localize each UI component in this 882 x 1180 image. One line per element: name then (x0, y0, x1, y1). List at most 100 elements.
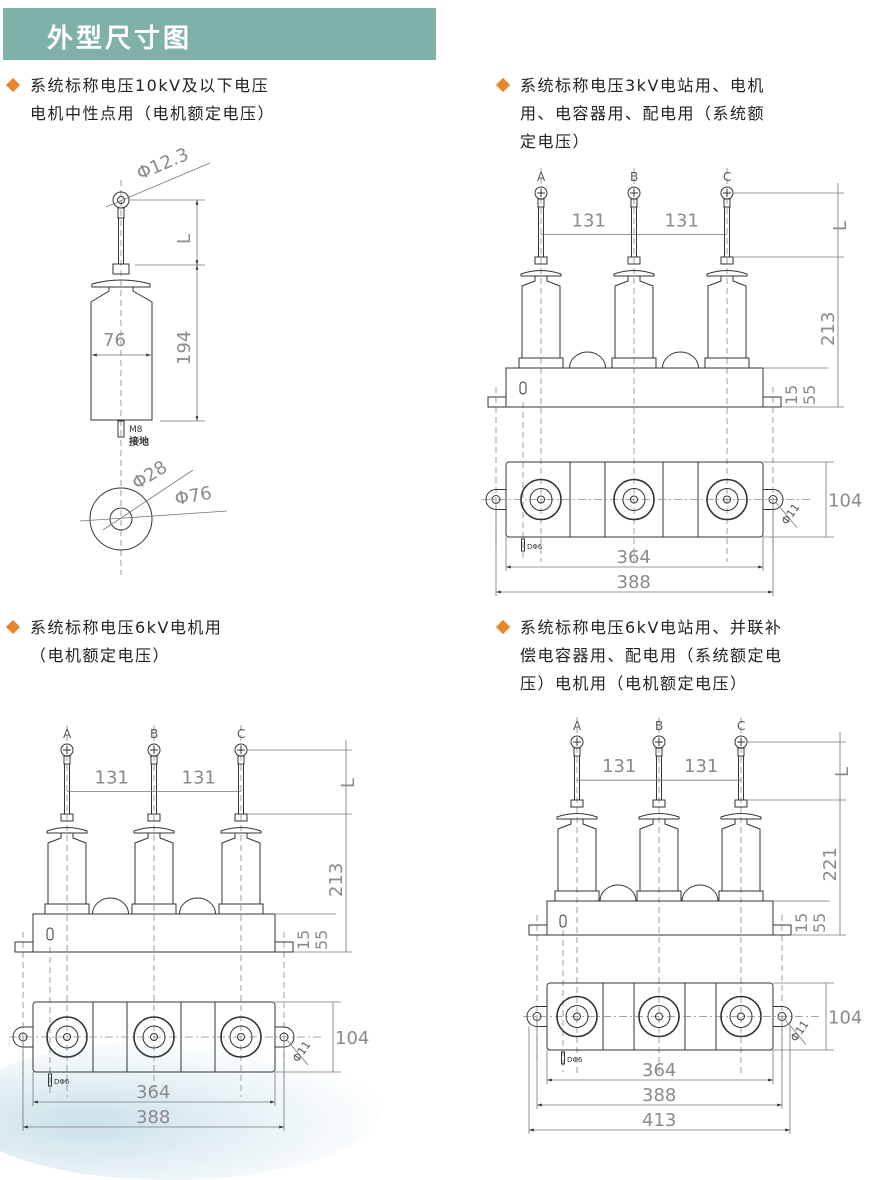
plan-ring-inner (529, 488, 553, 511)
connector-dome (599, 884, 637, 902)
plan-ring-hole (737, 1012, 745, 1021)
dim-hole: Φ11 (788, 1018, 812, 1044)
dim-spacing-1: 131 (95, 768, 129, 789)
insulator-flange (638, 813, 680, 820)
plan-ring-outer (556, 995, 598, 1038)
ground-bolt (561, 1051, 565, 1065)
connector-dome (681, 884, 719, 902)
ground-terminal (519, 381, 527, 395)
dim-spacing-1: 131 (572, 211, 606, 232)
dim-hole-leader (775, 502, 798, 528)
drawing-single-phase: M8 接地 Φ12.3 L 194 76 Φ28 Φ76 (79, 144, 228, 575)
dim-base-h1: 15 (782, 385, 801, 405)
mount-lug (14, 941, 34, 953)
caption-line: （电机额定电压） (30, 646, 171, 665)
caption-line: 系统标称电压6kV电机用 (30, 618, 223, 637)
plan-lug (12, 1026, 33, 1048)
plan-ring-hole (723, 495, 731, 504)
plan-ring-inner (647, 1005, 671, 1028)
terminal-nut (112, 263, 130, 275)
dim-spacing-1: 131 (602, 756, 636, 777)
page-title: 外型尺寸图 (47, 24, 193, 54)
caption-line: 定电压） (520, 132, 591, 151)
phase-label: C (737, 719, 745, 733)
terminal-nut (720, 256, 734, 265)
phase-label: A (537, 170, 546, 184)
mount-lug (528, 924, 548, 936)
base-plate (505, 367, 764, 408)
dim-L: L (830, 221, 851, 231)
connector-dome (569, 351, 606, 369)
plan-ring-inner (729, 1005, 753, 1028)
dim-outer-leader (79, 510, 228, 522)
insulator-flange (91, 279, 151, 288)
plan-ring-inner (715, 488, 739, 511)
plan-ring-hole (630, 495, 638, 504)
dim-terminal-dia: Φ12.3 (134, 144, 192, 185)
arrester-body (90, 287, 153, 421)
phase-label: A (63, 727, 72, 741)
insulator-flange (706, 270, 748, 277)
terminal-nut (60, 813, 74, 822)
dim-width-2: 388 (617, 572, 651, 593)
dim-base-h2: 55 (810, 913, 829, 933)
dim-terminal-dia-leader (105, 162, 211, 208)
terminal-hole (117, 196, 125, 204)
dim-depth: 104 (828, 491, 862, 512)
plan-ring-outer (46, 1016, 88, 1058)
dim-base-h1: 15 (294, 930, 313, 950)
dim-hole-leader (286, 1039, 309, 1066)
dim-width-2: 388 (136, 1107, 170, 1128)
plan-ring-inner (142, 1025, 166, 1049)
plan-ring-outer (613, 478, 655, 521)
connector-dome (179, 897, 216, 915)
plan-ring-inner (229, 1025, 253, 1049)
phase-label: C (723, 170, 731, 184)
mount-lug (487, 396, 507, 408)
plan-lug (275, 1026, 295, 1048)
caption-6kv-motor: 系统标称电压6kV电机用 （电机额定电压） (5, 614, 223, 670)
ground-terminal (46, 927, 54, 941)
terminal-nut (734, 799, 748, 808)
dim-spacing-2: 131 (665, 211, 699, 232)
dim-height: 213 (818, 312, 839, 346)
dim-height: 194 (174, 331, 195, 365)
plan-ring-inner (622, 488, 646, 511)
plan-ring-hole (537, 495, 545, 504)
plan-ring-outer (520, 478, 562, 521)
ground-label: 接地 (129, 435, 149, 448)
drawings-canvas: M8 接地 Φ12.3 L 194 76 Φ28 Φ76 A B C 131 131 L 2… (9, 144, 862, 1134)
terminal-nut (234, 813, 248, 822)
dim-height: 213 (326, 863, 347, 897)
dim-width-2: 388 (642, 1085, 676, 1106)
dim-body-width: 76 (103, 330, 126, 351)
terminal-nut (534, 256, 548, 265)
ground-bolt (48, 1073, 52, 1087)
plan-ring-hole (150, 1033, 158, 1041)
dim-spacing-2: 131 (684, 756, 718, 777)
dim-depth: 104 (828, 1008, 862, 1029)
ground-bolt (521, 538, 525, 552)
caption-line: 系统标称电压10kV及以下电压 (30, 76, 270, 95)
plan-ring-hole (237, 1033, 245, 1041)
plan-lug (526, 1006, 547, 1027)
insulator-flange (556, 813, 598, 820)
plan-ring-outer (720, 995, 762, 1038)
plan-ring-outer (638, 995, 680, 1038)
phase-label: B (150, 727, 158, 741)
mount-lug (772, 924, 792, 936)
terminal-nut (570, 799, 584, 808)
terminal-nut (652, 799, 666, 808)
dim-ground-bolt: DΦ6 (527, 543, 543, 551)
mount-lug (274, 941, 294, 953)
caption-line: 系统标称电压3kV电站用、电机 (520, 76, 765, 95)
plan-ring-outer (706, 478, 748, 521)
base-outer-circle (89, 487, 153, 551)
dim-base-h1: 15 (792, 913, 811, 933)
plan-ring-hole (655, 1012, 663, 1021)
insulator-flange (220, 827, 262, 834)
mount-lug (762, 396, 782, 408)
insulator-flange (613, 270, 655, 277)
